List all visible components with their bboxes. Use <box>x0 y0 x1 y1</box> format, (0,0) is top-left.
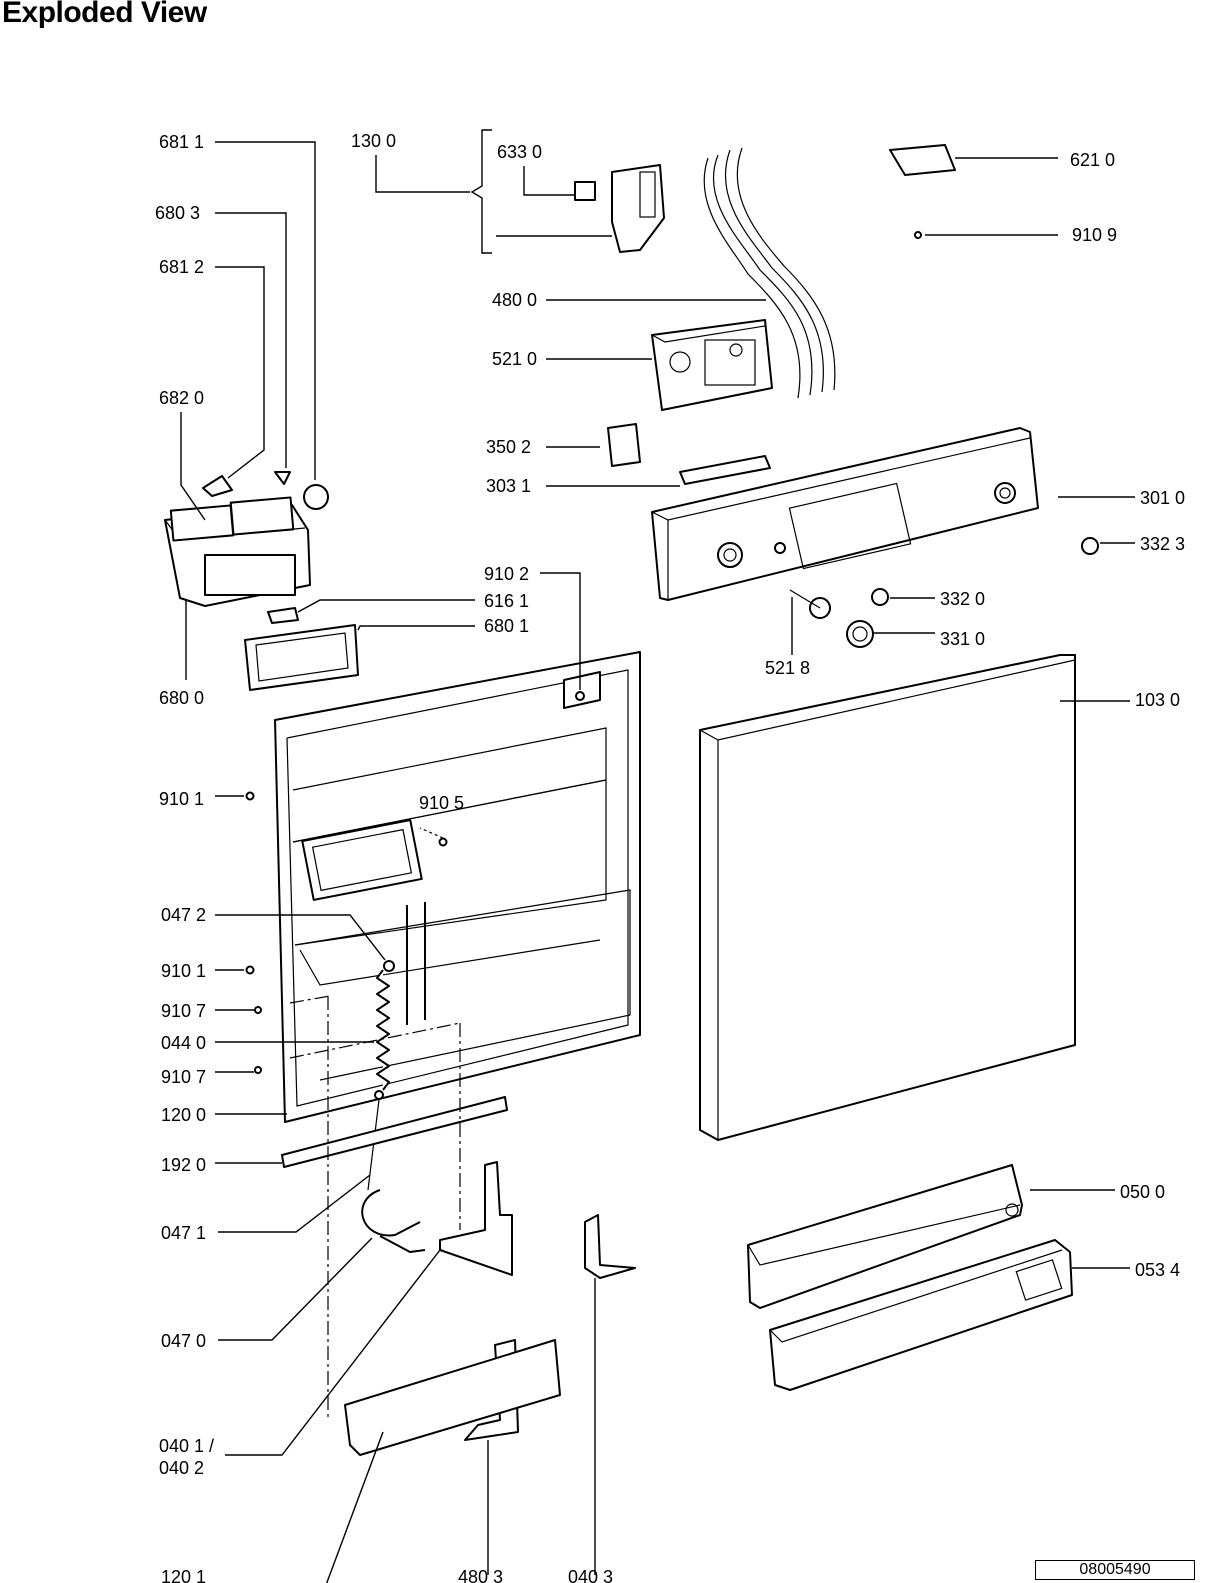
callout-331-0: 331 0 <box>940 629 985 649</box>
callout-681-1: 681 1 <box>159 132 204 152</box>
ring-331-0 <box>846 620 874 648</box>
screw-910-9 <box>914 231 922 239</box>
callout-103-0: 103 0 <box>1135 690 1180 710</box>
gasket-clip <box>267 607 299 624</box>
callout-681-2: 681 2 <box>159 257 204 277</box>
callout-040-2: 040 2 <box>159 1458 204 1478</box>
wire-harness <box>703 147 836 399</box>
outer-door-panel <box>699 654 1076 1141</box>
callout-480-3: 480 3 <box>458 1567 503 1583</box>
callout-910-2: 910 2 <box>484 564 529 584</box>
knob-332-3 <box>1081 537 1099 555</box>
screw-910-7a <box>254 1006 262 1014</box>
leader-lines <box>180 129 1135 1583</box>
callout-047-0: 047 0 <box>161 1331 206 1351</box>
screw-910-1a <box>245 791 255 801</box>
callout-350-2: 350 2 <box>486 437 531 457</box>
callout-910-9: 910 9 <box>1072 225 1117 245</box>
callout-910-1a: 910 1 <box>159 789 204 809</box>
callout-521-0: 521 0 <box>492 349 537 369</box>
callout-910-7b: 910 7 <box>161 1067 206 1087</box>
callout-332-3: 332 3 <box>1140 534 1185 554</box>
callout-040-1: 040 1 / <box>159 1436 214 1456</box>
callout-301-0: 301 0 <box>1140 488 1185 508</box>
parts-drawing <box>164 144 1099 1456</box>
callout-621-0: 621 0 <box>1070 150 1115 170</box>
callout-040-3: 040 3 <box>568 1567 613 1583</box>
callout-120-1: 120 1 <box>161 1567 206 1583</box>
callout-633-0: 633 0 <box>497 142 542 162</box>
drawing-number: 08005490 <box>1035 1560 1195 1580</box>
callout-053-4: 053 4 <box>1135 1260 1180 1280</box>
plinth-050-0 <box>747 1164 1023 1309</box>
screw-910-1b <box>245 965 255 975</box>
callout-910-5: 910 5 <box>419 793 464 813</box>
callout-047-2: 047 2 <box>161 905 206 925</box>
inner-door-panel <box>274 651 641 1123</box>
page-title: Exploded View <box>2 0 207 29</box>
seal-strip <box>281 1096 508 1168</box>
callout-680-1: 680 1 <box>484 616 529 636</box>
callout-047-1: 047 1 <box>161 1223 206 1243</box>
screw-910-2 <box>575 691 585 701</box>
hinge-bracket-040-1 <box>439 1161 513 1276</box>
detergent-dispenser <box>164 471 329 607</box>
switch-350-2 <box>607 423 641 467</box>
callout-680-3: 680 3 <box>155 203 200 223</box>
callout-120-0: 120 0 <box>161 1105 206 1125</box>
callout-521-8: 521 8 <box>765 658 810 678</box>
spring-assembly <box>361 960 426 1253</box>
callout-616-1: 616 1 <box>484 591 529 611</box>
callout-192-0: 192 0 <box>161 1155 206 1175</box>
screw-910-5 <box>438 837 448 847</box>
callout-labels: 681 1 680 3 681 2 682 0 130 0 633 0 621 … <box>155 131 1185 1583</box>
callout-910-7a: 910 7 <box>161 1001 206 1021</box>
knob-332-0 <box>871 588 889 606</box>
electronic-module <box>651 319 773 411</box>
plinth-053-4 <box>769 1239 1073 1391</box>
kick-plate <box>344 1339 561 1456</box>
callout-130-0: 130 0 <box>351 131 396 151</box>
callout-050-0: 050 0 <box>1120 1182 1165 1202</box>
bracket-040-3 <box>584 1214 636 1279</box>
button-bar-303-1 <box>679 455 771 485</box>
door-lock <box>574 164 665 253</box>
callout-480-0: 480 0 <box>492 290 537 310</box>
selector-shaft <box>789 589 821 609</box>
callout-682-0: 682 0 <box>159 388 204 408</box>
module-621-0 <box>889 144 956 176</box>
callout-680-0: 680 0 <box>159 688 204 708</box>
screw-910-7b <box>254 1066 262 1074</box>
callout-303-1: 303 1 <box>486 476 531 496</box>
callout-332-0: 332 0 <box>940 589 985 609</box>
ring-331-0-inner <box>852 626 868 642</box>
dispenser-gasket <box>244 624 359 691</box>
callout-910-1b: 910 1 <box>161 961 206 981</box>
control-panel <box>651 427 1039 601</box>
callout-044-0: 044 0 <box>161 1033 206 1053</box>
